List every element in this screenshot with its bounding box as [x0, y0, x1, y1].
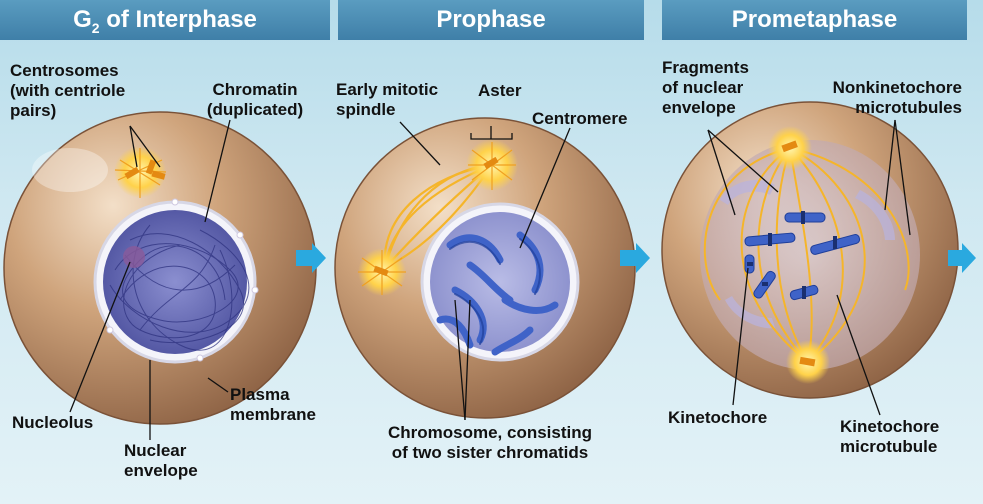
label-centromere: Centromere	[532, 109, 628, 128]
label-kinetochore-mt: Kinetochore microtubule	[840, 417, 940, 456]
chromatin-tangle	[109, 224, 250, 351]
title-rest: of Interphase	[99, 6, 257, 33]
label-aster: Aster	[478, 81, 522, 100]
title-subscript: 2	[91, 19, 100, 36]
cell-interphase	[3, 111, 317, 425]
label-centrosomes: Centrosomes (with centriole pairs)	[10, 61, 126, 120]
arrow-3	[948, 243, 976, 273]
label-chromosome: Chromosome, consisting of two sister chr…	[387, 423, 593, 462]
nucleus-1	[103, 210, 247, 354]
label-fragments: Fragments of nuclear envelope	[662, 58, 749, 117]
stage-title-prometaphase: Prometaphase	[662, 0, 967, 40]
label-plasma-membrane: Plasma membrane	[230, 385, 316, 424]
nucleus-2	[430, 212, 570, 352]
stage-arrows	[296, 243, 976, 273]
label-nucleolus: Nucleolus	[12, 413, 94, 432]
label-kinetochore: Kinetochore	[668, 408, 768, 427]
nucleolus-shape	[123, 246, 145, 268]
label-chromatin: Chromatin (duplicated)	[206, 80, 304, 119]
arrow-1	[296, 243, 326, 273]
stage-title-prophase: Prophase	[338, 0, 644, 40]
stage-title-interphase: G2 of Interphase	[0, 0, 330, 40]
centrosome-pair	[114, 148, 167, 198]
cell-prometaphase	[661, 101, 959, 399]
label-nuclear-envelope: Nuclear envelope	[124, 441, 198, 480]
title-g: G	[73, 6, 92, 33]
leader-lines	[69, 119, 911, 440]
arrow-2	[620, 243, 650, 273]
label-nonkinetochore: Nonkinetochore microtubules	[832, 78, 962, 117]
cell-prophase	[334, 117, 636, 419]
spindle-region	[700, 140, 920, 370]
label-early-spindle: Early mitotic spindle	[336, 80, 439, 119]
envelope-fragments	[720, 180, 895, 329]
